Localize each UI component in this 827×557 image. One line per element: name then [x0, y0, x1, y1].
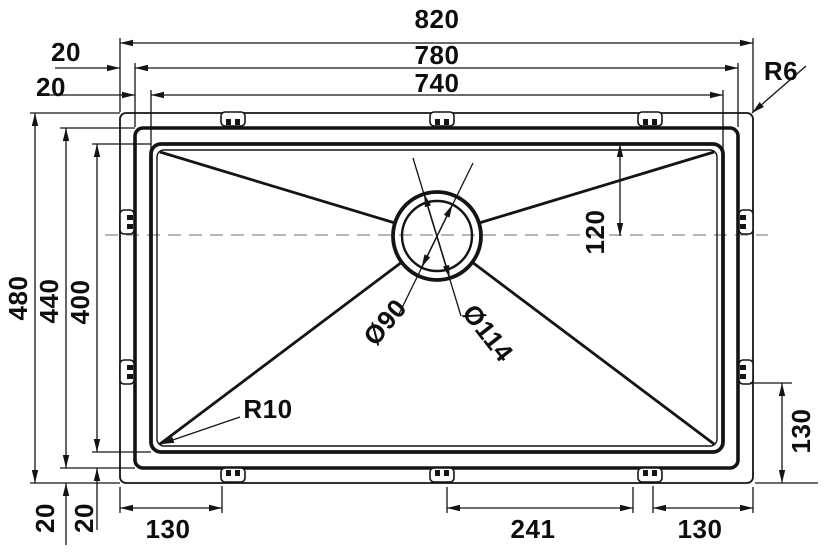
mounting-clip-left-upper: [119, 209, 135, 235]
clip-notch: [643, 119, 648, 125]
clip-notch: [652, 470, 657, 476]
label-clip-center-span: 241: [511, 514, 556, 544]
clip-notch: [444, 119, 449, 125]
clip-notch: [235, 119, 240, 125]
mounting-clip-bottom-center: [429, 467, 455, 483]
clip-notch: [444, 470, 449, 476]
mounting-clip-top-center: [429, 111, 455, 127]
label-clip-right-span: 130: [678, 514, 723, 544]
clip-notch: [235, 470, 240, 476]
bowl-slope-diagonal-bl: [159, 260, 403, 446]
extension-lines: [30, 38, 818, 513]
mounting-clip-right-upper: [738, 209, 754, 235]
label-top-offset-outer: 20: [51, 37, 81, 67]
mounting-clip-left-lower: [119, 359, 135, 385]
bowl-slope-diagonal-tr: [478, 150, 715, 225]
clip-notch: [127, 374, 133, 379]
bowl-slope-diagonal-tl: [159, 150, 396, 225]
clip-notch: [226, 119, 231, 125]
clip-notch: [740, 374, 746, 379]
clip-notch: [127, 365, 133, 370]
label-bowl-width: 740: [415, 68, 460, 98]
mounting-clip-right-lower: [738, 359, 754, 385]
label-top-offset-inner: 20: [36, 72, 66, 102]
middle-rim-rect: [133, 126, 740, 470]
label-rim-depth: 440: [34, 279, 64, 324]
mounting-clip-top-left: [220, 111, 246, 127]
clip-notch: [740, 224, 746, 229]
dim-arrows-dia-90: [421, 204, 453, 268]
leader-r6: [751, 65, 807, 114]
label-overall-depth: 480: [3, 276, 33, 321]
clip-notch: [226, 470, 231, 476]
clip-notch: [643, 470, 648, 476]
label-bowl-corner-radius: R10: [243, 394, 292, 424]
bowl-rect: [149, 142, 725, 454]
clip-notch: [435, 119, 440, 125]
label-corner-radius-outer: R6: [764, 56, 798, 86]
drain-outer-circle: [391, 190, 483, 282]
mounting-clip-bottom-left: [220, 467, 246, 483]
clip-notch: [740, 215, 746, 220]
label-rim-width: 780: [415, 40, 460, 70]
label-overall-width: 820: [415, 4, 460, 34]
label-clip-left-span: 130: [146, 514, 191, 544]
dimension-labels: 820 780 740 20 20 R6 480 440 400 120 Ø90…: [3, 4, 816, 544]
clip-notch: [740, 365, 746, 370]
clip-notch: [127, 224, 133, 229]
clip-notch: [652, 119, 657, 125]
label-bowl-depth: 400: [65, 280, 95, 325]
clip-notch: [435, 470, 440, 476]
mounting-clips: [119, 111, 754, 483]
label-drain-outer-diameter: Ø114: [456, 298, 519, 367]
label-bottom-offset-inner: 20: [69, 503, 99, 533]
clip-notch: [127, 215, 133, 220]
label-drain-offset: 120: [580, 210, 610, 255]
mounting-clip-top-right: [637, 111, 663, 127]
bowl-inner-edge-rect: [156, 149, 718, 447]
label-clip-side-span: 130: [786, 409, 816, 454]
bowl-slope-diagonal-br: [471, 260, 715, 446]
label-bottom-offset-outer: 20: [30, 503, 60, 533]
dimension-lines: [31, 39, 807, 545]
sink-outline: [119, 112, 754, 484]
mounting-clip-bottom-right: [637, 467, 663, 483]
leader-r10: [160, 416, 241, 445]
